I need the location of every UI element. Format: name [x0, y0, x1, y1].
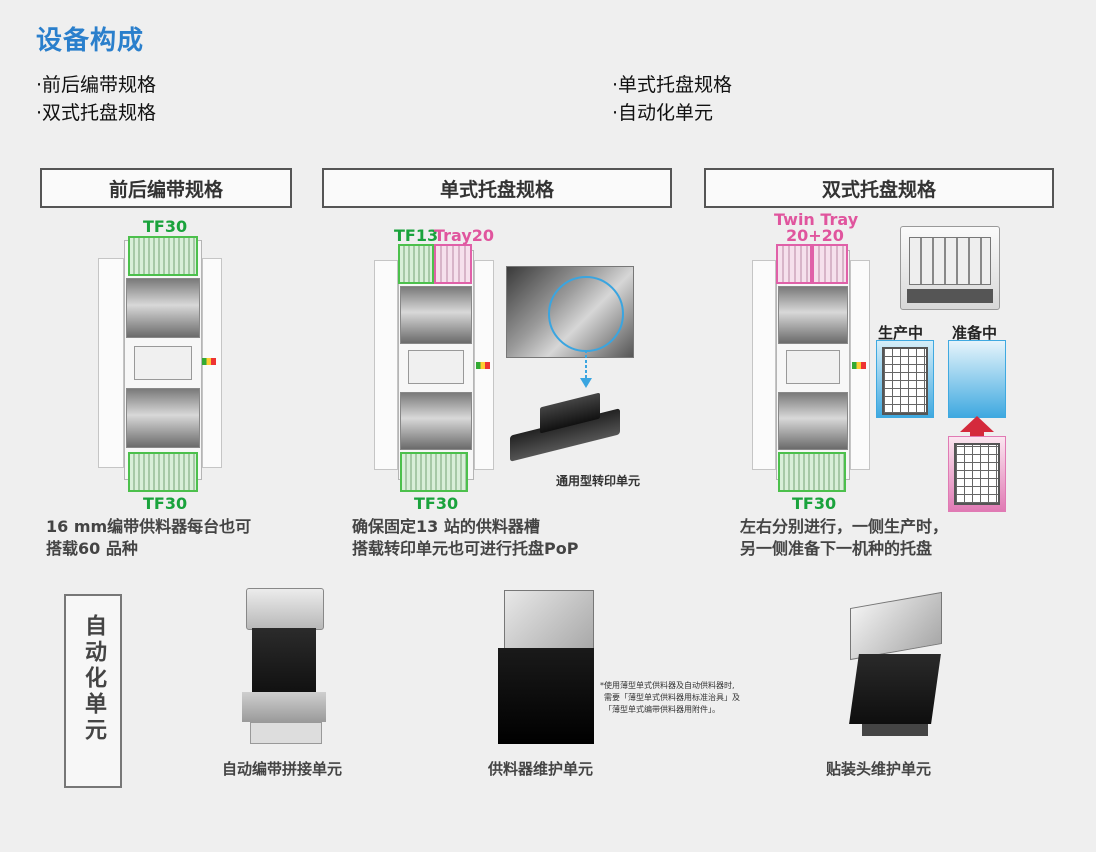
auto-splicing-unit-caption: 自动编带拼接单元 — [222, 760, 343, 778]
signal-lamp-icon — [476, 362, 490, 369]
control-panel — [786, 350, 840, 384]
tray-label-top: Tray20 — [434, 226, 495, 245]
feeder-bank-front — [128, 236, 198, 276]
machine-side-left — [752, 260, 776, 470]
panel-heading-front-rear-tape: 前后编带规格 — [40, 168, 292, 208]
feeder-maintenance-unit-photo — [498, 590, 594, 750]
conveyor-upper — [400, 286, 472, 344]
description-line-1: 确保固定13 站的供料器槽 — [352, 517, 540, 536]
head-maintenance-unit-caption: 贴装头维护单元 — [826, 760, 932, 778]
control-panel — [134, 346, 192, 380]
bullet-twin-tray: ·双式托盘规格 — [36, 102, 157, 124]
feeder-maintenance-unit-caption: 供料器维护单元 — [488, 760, 594, 778]
tray-unit-right — [812, 244, 848, 284]
automation-heading: 自动化单元 — [81, 614, 106, 744]
bullet-automation-unit: ·自动化单元 — [612, 102, 714, 124]
machine-diagram-front-rear-tape — [98, 240, 228, 480]
auto-splicing-unit-photo — [236, 588, 332, 748]
description-line-2: 搭载60 品种 — [46, 539, 138, 558]
feeder-label-top: TF30 — [143, 217, 188, 236]
panel-heading-single-tray: 单式托盘规格 — [322, 168, 672, 208]
next-tray-area — [948, 436, 1006, 512]
description-line-1: 左右分别进行，一侧生产时， — [740, 517, 949, 536]
twin-tray-label-line2: 20+20 — [786, 226, 844, 245]
status-producing-label: 生产中 — [878, 324, 924, 342]
tray-unit-front — [434, 244, 472, 284]
machine-side-left — [374, 260, 398, 470]
description-line-1: 16 mm编带供料器每台也可 — [46, 517, 252, 536]
feeder-label-bottom: TF30 — [414, 494, 459, 513]
machine-diagram-single-tray — [374, 250, 498, 480]
conveyor-lower — [126, 388, 200, 448]
arrow-down-icon — [580, 350, 592, 388]
control-panel — [408, 350, 464, 384]
transfer-unit-caption: 通用型转印单元 — [556, 474, 641, 488]
conveyor-lower — [400, 392, 472, 450]
page-title: 设备构成 — [36, 26, 145, 56]
conveyor-upper — [778, 286, 848, 344]
producing-tray-area — [876, 340, 934, 418]
footnote-line-2: 需要「薄型单式供料器用标准治具」及 — [604, 693, 740, 702]
machine-side-left — [98, 258, 124, 468]
feeder-label-top: TF13 — [394, 226, 439, 245]
panel-heading-twin-tray: 双式托盘规格 — [704, 168, 1054, 208]
bullet-single-tray: ·单式托盘规格 — [612, 74, 733, 96]
twin-tray-unit-photo — [900, 226, 1000, 310]
feeder-bank-rear — [778, 452, 846, 492]
automation-heading-box: 自动化单元 — [64, 594, 122, 788]
twin-tray-label-line1: Twin Tray — [774, 210, 859, 229]
feeder-bank-rear — [400, 452, 468, 492]
feeder-bank-rear — [128, 452, 198, 492]
footnote-line-1: *使用薄型单式供料器及自动供料器时, — [600, 681, 735, 690]
arrow-up-icon — [960, 416, 994, 442]
head-maintenance-unit-photo — [840, 590, 944, 746]
feeder-label-bottom: TF30 — [143, 494, 188, 513]
signal-lamp-icon — [852, 362, 866, 369]
machine-diagram-twin-tray — [752, 250, 874, 480]
signal-lamp-icon — [202, 358, 216, 365]
tray-unit-left — [776, 244, 812, 284]
feeder-bank-front — [398, 244, 434, 284]
tray-grid-icon — [882, 347, 928, 415]
transfer-unit-photo — [510, 392, 626, 472]
description-line-2: 另一侧准备下一机种的托盘 — [740, 539, 933, 558]
tray-grid-icon — [954, 443, 1000, 505]
bullet-front-rear-tape: ·前后编带规格 — [36, 74, 157, 96]
conveyor-lower — [778, 392, 848, 450]
zoom-circle — [548, 276, 624, 352]
description-line-2: 搭载转印单元也可进行托盘PoP — [352, 539, 579, 558]
footnote-line-3: 「薄型单式编带供料器用附件」。 — [604, 705, 720, 714]
conveyor-upper — [126, 278, 200, 338]
feeder-label-bottom: TF30 — [792, 494, 837, 513]
status-preparing-label: 准备中 — [952, 324, 998, 342]
preparing-tray-area — [948, 340, 1006, 418]
